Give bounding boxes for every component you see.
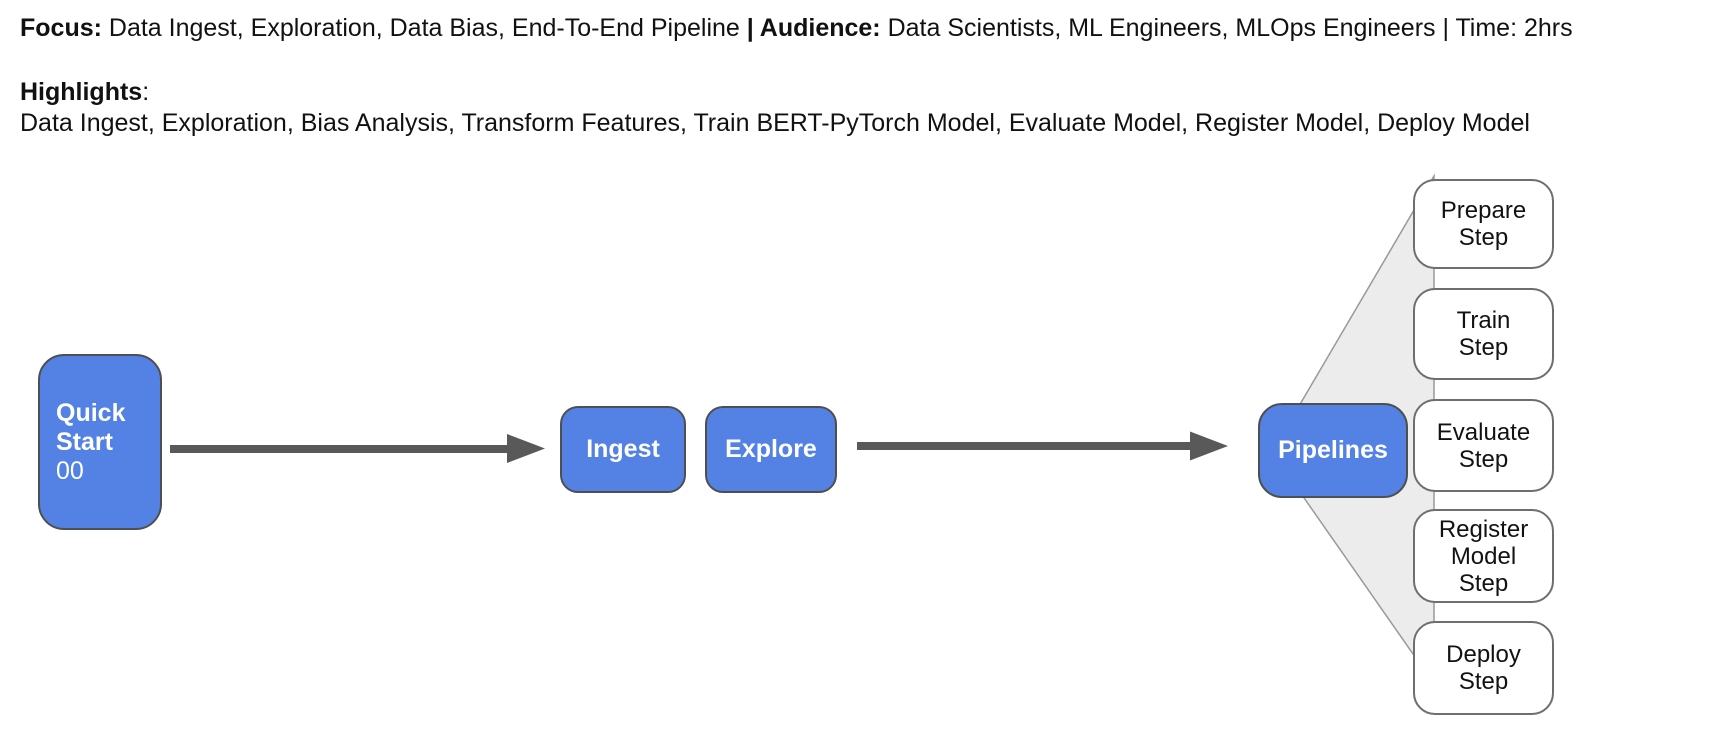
- ingest-label: Ingest: [586, 435, 660, 463]
- focus-audience-line: Focus: Data Ingest, Exploration, Data Bi…: [20, 13, 1573, 44]
- quick-start-number: 00: [56, 456, 84, 485]
- step-node-evaluate: Evaluate Step: [1413, 399, 1554, 492]
- flow-arrow-explore-to-pipelines: [857, 431, 1228, 461]
- quick-start-title: Quick Start: [56, 398, 126, 456]
- highlights-label: Highlights: [20, 78, 143, 106]
- highlights-text: Data Ingest, Exploration, Bias Analysis,…: [20, 109, 1530, 137]
- step-node-deploy: Deploy Step: [1413, 621, 1554, 715]
- pipelines-node: Pipelines: [1258, 403, 1408, 498]
- focus-text: Data Ingest, Exploration, Data Bias, End…: [101, 14, 747, 42]
- step-node-prepare: Prepare Step: [1413, 179, 1554, 269]
- step-node-register-model: Register Model Step: [1413, 509, 1554, 603]
- explore-node: Explore: [705, 406, 837, 493]
- flow-arrow-quickstart-to-ingest: [170, 434, 545, 463]
- highlights-heading: Highlights:: [20, 77, 1530, 108]
- highlights-block: Highlights: Data Ingest, Exploration, Bi…: [20, 77, 1530, 139]
- ingest-node: Ingest: [560, 406, 686, 493]
- audience-text: Data Scientists, ML Engineers, MLOps Eng…: [880, 14, 1573, 42]
- pipelines-label: Pipelines: [1278, 436, 1388, 464]
- step-node-train: Train Step: [1413, 288, 1554, 380]
- focus-label: Focus:: [20, 14, 102, 42]
- quick-start-node: Quick Start 00: [38, 354, 162, 530]
- explore-label: Explore: [725, 435, 817, 463]
- audience-label: | Audience:: [746, 14, 881, 42]
- quick-start-content: Quick Start 00: [56, 399, 125, 486]
- highlights-colon: :: [142, 78, 150, 106]
